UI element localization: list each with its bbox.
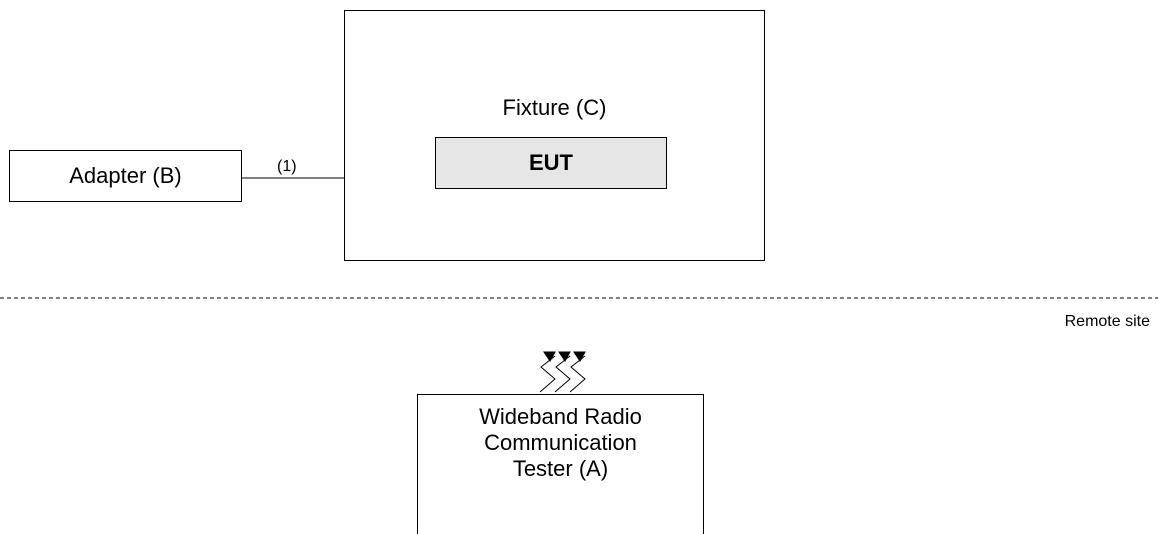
remote-site-label: Remote site [1064,313,1150,330]
link-label: (1) [277,158,297,175]
diagram-lines [0,177,1158,393]
eut-box: EUT [435,137,667,189]
adapter-box: Adapter (B) [9,150,242,202]
fixture-label: Fixture (C) [502,95,607,120]
tester-label-line-1: Wideband Radio [479,404,642,429]
tester-label-line-3: Tester (A) [512,456,609,481]
tester-label-line-2: Communication [484,430,637,455]
fixture-box: Fixture (C) [344,10,765,261]
eut-label: EUT [529,150,573,175]
adapter-label: Adapter (B) [69,163,182,188]
tester-box: Wideband Radio Communication Tester (A) [417,394,704,534]
wireless-signal-icon [539,351,586,393]
